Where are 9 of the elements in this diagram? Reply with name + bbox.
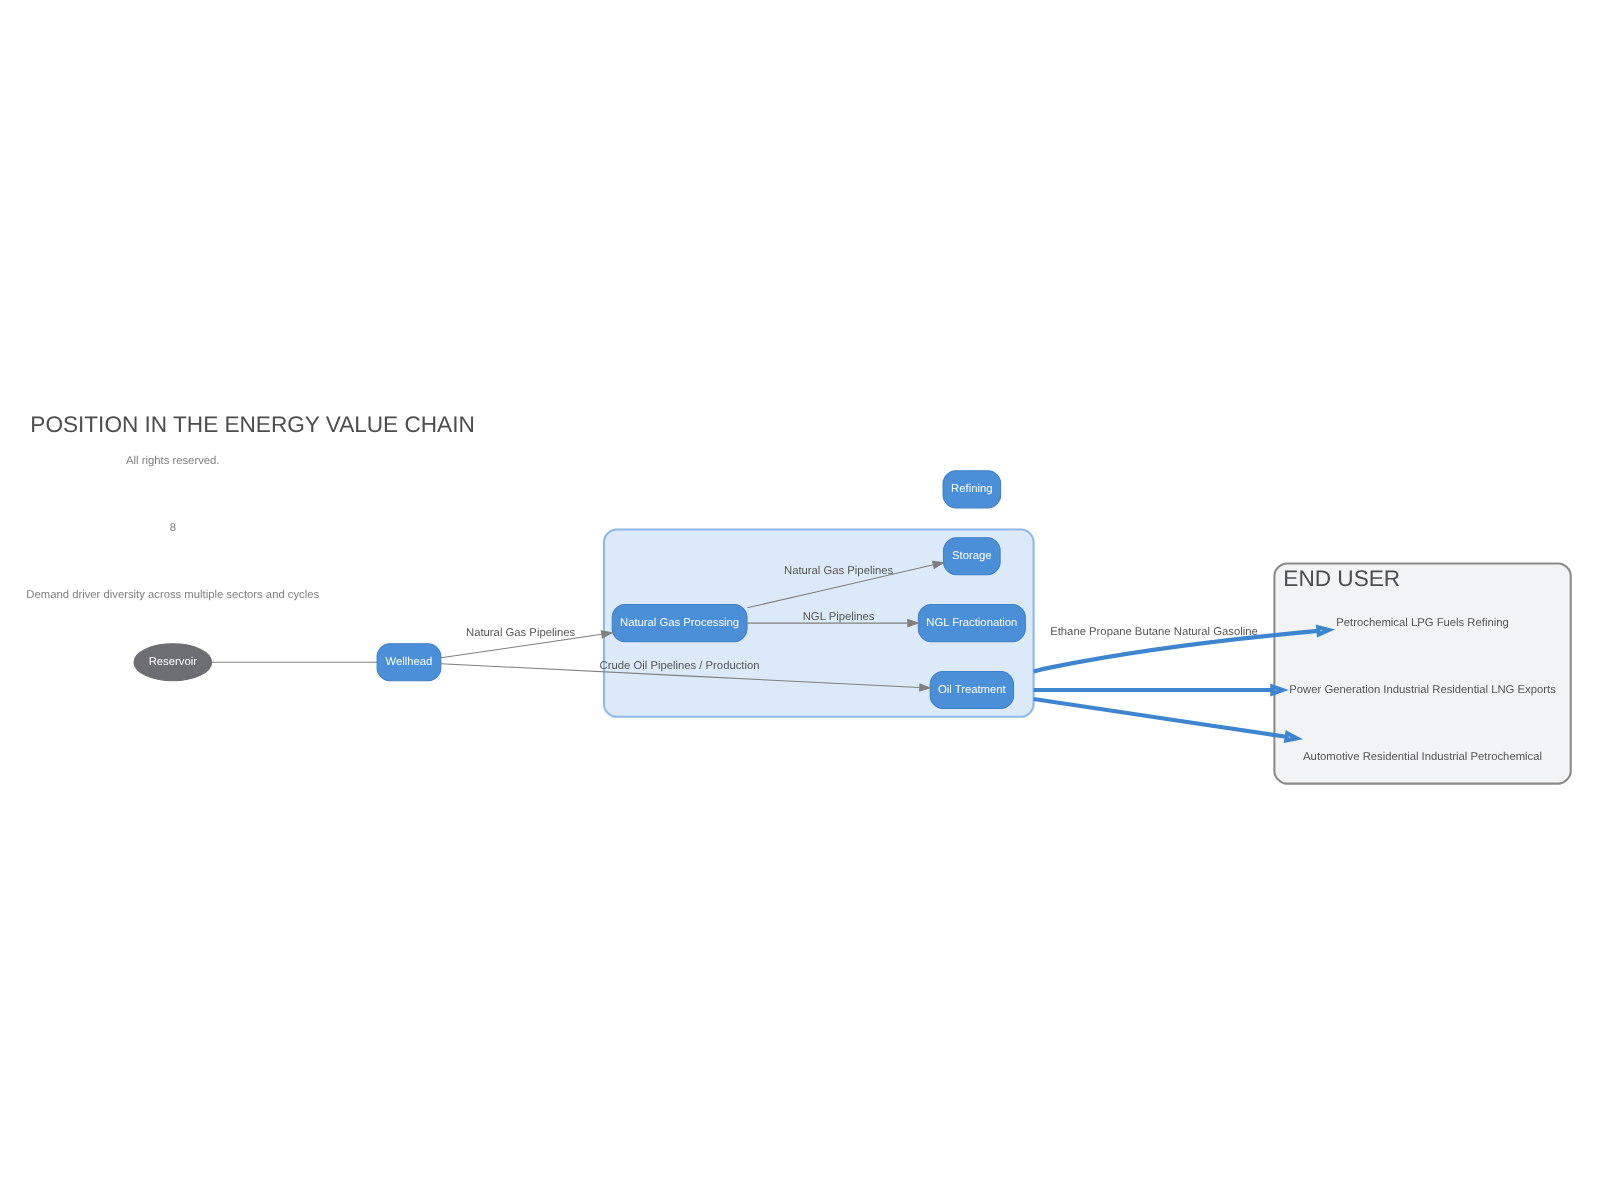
- arrow: [746, 559, 945, 608]
- arrow: [440, 629, 614, 658]
- arrow: [1033, 696, 1304, 742]
- arrow: [746, 617, 920, 627]
- arrow: [1033, 623, 1335, 673]
- connector: [211, 660, 378, 662]
- arrow: [1033, 682, 1289, 696]
- diagram-title: POSITION IN THE ENERGY VALUE CHAIN: [30, 413, 475, 438]
- arrow: [440, 662, 932, 691]
